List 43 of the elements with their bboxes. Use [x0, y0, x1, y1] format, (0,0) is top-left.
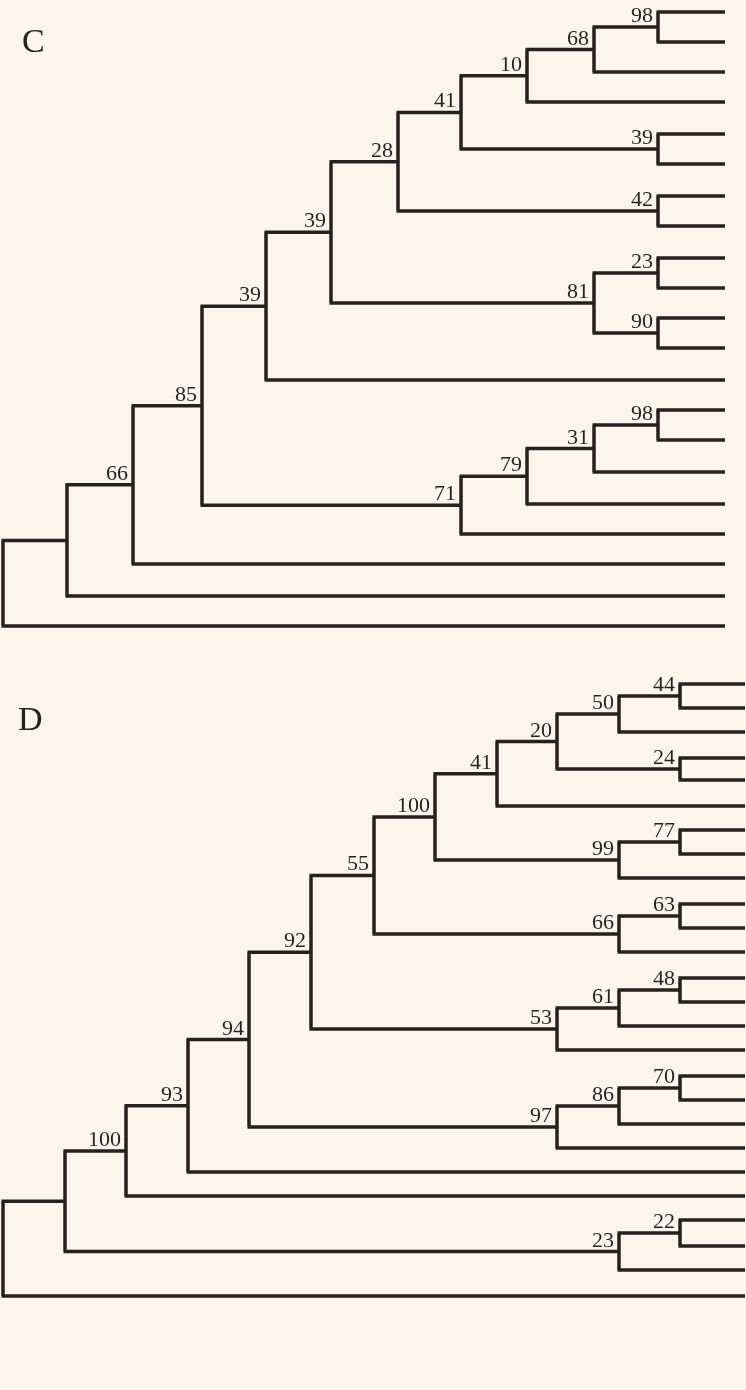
support-value: 97 [530, 1104, 552, 1126]
support-value: 66 [592, 911, 614, 933]
support-value: 22 [653, 1210, 675, 1232]
support-value: 99 [592, 837, 614, 859]
support-value: 50 [592, 691, 614, 713]
support-value: 20 [530, 718, 552, 741]
support-value: 93 [161, 1082, 183, 1105]
support-value: 81 [567, 280, 589, 302]
support-value: 23 [631, 250, 653, 272]
panel-label: D [18, 702, 43, 736]
support-value: 100 [88, 1127, 121, 1150]
support-value: 61 [592, 985, 614, 1007]
support-value: 48 [653, 967, 675, 989]
support-value: 55 [347, 852, 369, 875]
support-value: 79 [500, 453, 522, 476]
support-value: 66 [106, 461, 128, 484]
support-value: 42 [631, 188, 653, 210]
support-value: 44 [653, 673, 675, 695]
support-value: 86 [592, 1083, 614, 1105]
support-value: 100 [397, 793, 430, 816]
support-value: 94 [222, 1016, 244, 1039]
support-value: 98 [631, 402, 653, 424]
support-value: 92 [284, 929, 306, 952]
support-value: 53 [530, 1006, 552, 1028]
support-value: 10 [500, 52, 522, 75]
support-value: 98 [631, 4, 653, 26]
support-value: 39 [631, 126, 653, 148]
support-value: 63 [653, 893, 675, 915]
support-value: 39 [239, 283, 261, 306]
support-value: 24 [653, 746, 675, 768]
support-value: 70 [653, 1065, 675, 1087]
support-value: 41 [470, 750, 492, 773]
panel-label: C [22, 24, 45, 58]
support-value: 68 [567, 26, 589, 49]
support-value: 90 [631, 310, 653, 332]
support-value: 41 [434, 89, 456, 112]
support-value: 77 [653, 819, 675, 841]
support-value: 39 [304, 209, 326, 232]
support-value: 31 [567, 425, 589, 448]
support-value: 28 [371, 138, 393, 161]
support-value: 23 [592, 1228, 614, 1251]
support-value: 85 [175, 382, 197, 405]
support-value: 71 [434, 482, 456, 505]
